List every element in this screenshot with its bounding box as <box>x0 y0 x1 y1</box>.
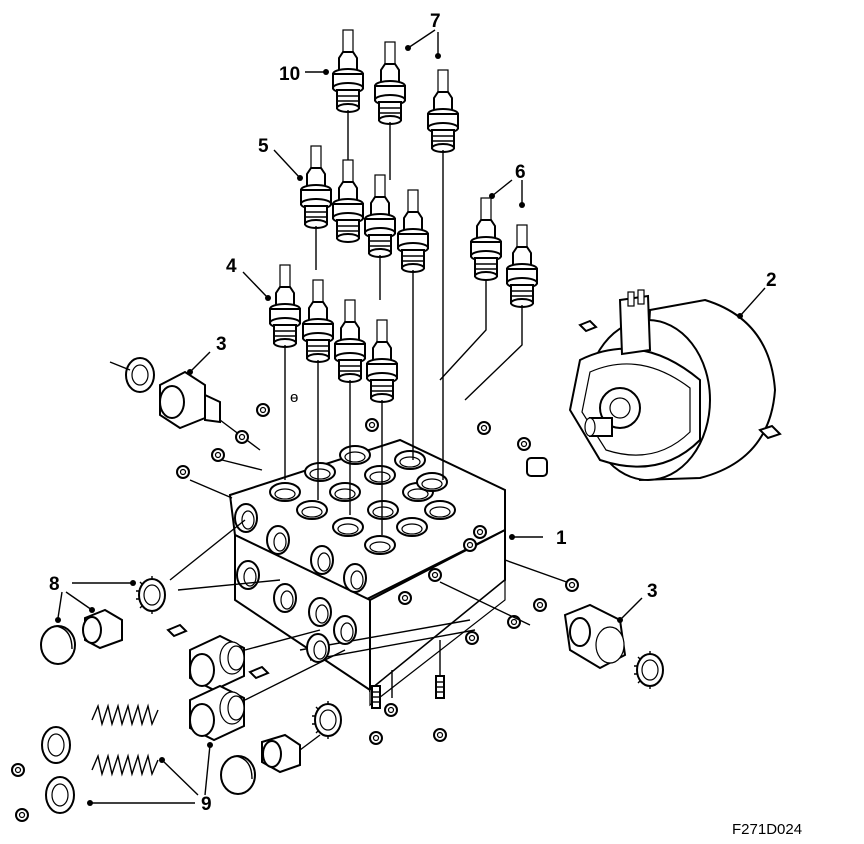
svg-text:ɵ: ɵ <box>290 389 298 406</box>
callout-10: 10 <box>279 64 300 85</box>
callout-3-right: 3 <box>647 581 658 602</box>
valve-row-6 <box>439 197 538 401</box>
callout-5: 5 <box>258 136 269 157</box>
inlet-valves <box>332 29 459 480</box>
left-pump-element <box>109 357 270 499</box>
callout-3-left: 3 <box>216 334 227 355</box>
callout-8: 8 <box>49 574 60 595</box>
figure-reference: F271D024 <box>732 821 802 838</box>
accumulator-parts <box>11 519 346 822</box>
callout-7: 7 <box>430 11 441 32</box>
callouts: 1 2 3 3 4 5 6 7 10 <box>49 11 777 815</box>
valve-row-5 <box>300 145 429 460</box>
valve-row-4 <box>269 264 398 535</box>
callout-9: 9 <box>201 794 212 815</box>
callout-2: 2 <box>766 270 777 291</box>
callout-1: 1 <box>556 528 567 549</box>
block-small-parts: ɵ <box>290 389 548 477</box>
callout-6: 6 <box>515 162 526 183</box>
valve-block <box>228 438 506 707</box>
callout-4: 4 <box>226 256 237 277</box>
pump-motor <box>568 289 782 482</box>
right-pump-element <box>439 559 664 690</box>
bleed-screws <box>369 640 447 745</box>
